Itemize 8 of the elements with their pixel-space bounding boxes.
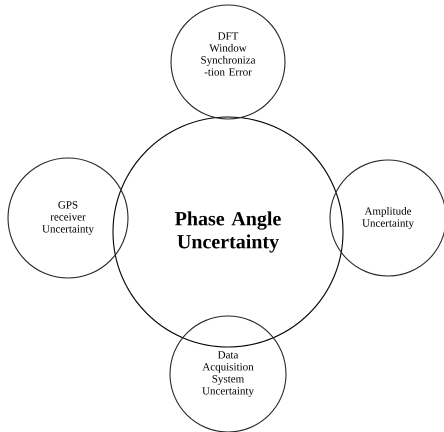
circle-label: GPS receiver Uncertainty bbox=[42, 201, 94, 235]
circle bbox=[7, 157, 129, 279]
circle-label: Amplitude Uncertainty bbox=[362, 207, 414, 229]
circle-label: Phase Angle Uncertainty bbox=[175, 211, 281, 253]
circle bbox=[170, 4, 286, 120]
circle-label: DFT Window Synchroniza -tion Error bbox=[201, 32, 256, 76]
circle bbox=[112, 116, 344, 348]
circle-label: Data Acquisition System Uncertainty bbox=[202, 351, 254, 397]
